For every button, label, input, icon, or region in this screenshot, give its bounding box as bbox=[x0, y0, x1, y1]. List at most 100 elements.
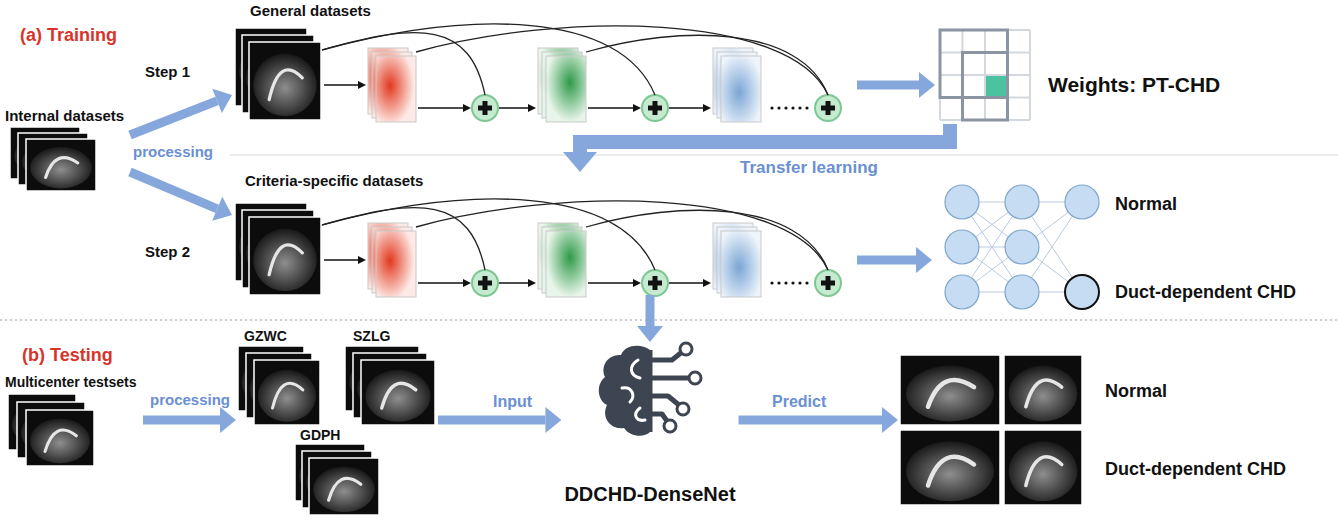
arrow-shaft bbox=[739, 416, 882, 425]
skip-connection bbox=[586, 35, 828, 95]
skip-connection bbox=[322, 199, 655, 270]
model-icon: DDCHD-DenseNet bbox=[561, 342, 738, 508]
step-label: Step 1 bbox=[145, 63, 190, 81]
arrow-label: Input bbox=[493, 392, 532, 411]
small-arrow-head bbox=[528, 279, 536, 287]
small-arrow-shaft bbox=[499, 282, 529, 284]
ultrasound-echo bbox=[253, 54, 316, 116]
arrow-shaft bbox=[857, 81, 919, 90]
image-stack bbox=[235, 203, 321, 295]
arrow-shaft bbox=[438, 416, 545, 425]
network-neuron bbox=[1005, 275, 1039, 309]
feature-map bbox=[546, 231, 586, 297]
arrow-shaft bbox=[580, 124, 950, 152]
feature-maps bbox=[713, 48, 761, 122]
plus-sign bbox=[821, 101, 835, 115]
arrow-label: Predict bbox=[772, 392, 826, 411]
arrow-head bbox=[545, 407, 561, 433]
add-circle bbox=[815, 95, 841, 121]
small-arrow-head bbox=[703, 104, 711, 112]
ellipsis-dot bbox=[791, 281, 794, 284]
small-arrow-shaft bbox=[588, 282, 634, 284]
small-arrow-head bbox=[633, 279, 641, 287]
vessel-arch bbox=[928, 380, 974, 407]
grid-outline bbox=[963, 53, 1008, 121]
feature-maps bbox=[538, 223, 586, 297]
flow-arrow bbox=[130, 89, 232, 135]
add-operation bbox=[815, 270, 841, 296]
brain-fold bbox=[622, 360, 645, 420]
small-arrow-shaft bbox=[418, 107, 464, 109]
brain-half bbox=[599, 346, 650, 436]
small-arrow bbox=[324, 256, 366, 264]
arrow-head bbox=[637, 326, 663, 342]
node-heading: Internal datasets bbox=[5, 107, 124, 125]
circuit-node bbox=[689, 372, 701, 384]
add-operation bbox=[472, 270, 498, 296]
ultrasound-echo bbox=[30, 147, 92, 189]
ultrasound-echo bbox=[30, 418, 90, 463]
ultrasound-frame bbox=[249, 42, 321, 120]
circuit-node bbox=[664, 420, 676, 432]
arrow-shaft bbox=[857, 256, 916, 265]
vessel-arch bbox=[329, 478, 361, 500]
small-arrow bbox=[418, 104, 471, 112]
circuit-trace bbox=[650, 350, 689, 432]
ultrasound-frame bbox=[361, 360, 435, 425]
class-label: Normal bbox=[1105, 381, 1167, 403]
ellipsis-dot bbox=[777, 281, 780, 284]
small-arrow bbox=[588, 104, 641, 112]
network-neuron bbox=[945, 185, 979, 219]
ultrasound-echo bbox=[253, 229, 316, 291]
classifier-network: NormalDuct-dependent CHD bbox=[932, 180, 1300, 315]
ultrasound-frame bbox=[1004, 355, 1082, 425]
add-operation bbox=[642, 95, 668, 121]
ellipsis-dot bbox=[791, 106, 794, 109]
class-label: Duct-dependent CHD bbox=[1105, 459, 1286, 481]
circuit-node bbox=[677, 403, 689, 415]
feature-maps bbox=[538, 48, 586, 122]
small-arrow bbox=[324, 81, 366, 89]
feature-map bbox=[376, 231, 416, 297]
arrow-head bbox=[882, 407, 898, 433]
arrow-shaft bbox=[130, 172, 217, 209]
image-stack bbox=[238, 346, 320, 425]
vessel-arch bbox=[45, 430, 76, 451]
ultrasound-frame bbox=[26, 410, 94, 466]
small-arrow-head bbox=[463, 279, 471, 287]
node-heading: Multicenter testsets bbox=[5, 374, 136, 391]
skip-connection bbox=[416, 26, 828, 95]
grid-line bbox=[1029, 30, 1031, 120]
flow-arrow bbox=[857, 247, 932, 273]
ellipsis-dot bbox=[777, 106, 780, 109]
small-arrow-head bbox=[358, 81, 366, 89]
plus-sign bbox=[478, 101, 492, 115]
arrow-head bbox=[563, 152, 597, 172]
small-arrow-shaft bbox=[418, 282, 464, 284]
node-heading: Criteria-specific datasets bbox=[245, 172, 423, 190]
ellipsis-dot bbox=[798, 106, 801, 109]
image-stack bbox=[8, 394, 94, 466]
small-arrow bbox=[499, 279, 536, 287]
add-circle bbox=[815, 270, 841, 296]
network-neuron bbox=[1065, 275, 1099, 309]
grid-outline bbox=[940, 30, 1008, 98]
small-arrow bbox=[669, 104, 711, 112]
vessel-arch bbox=[1026, 380, 1062, 407]
arrow-head bbox=[212, 89, 232, 113]
network-neuron bbox=[1005, 185, 1039, 219]
node-heading: General datasets bbox=[250, 2, 371, 20]
small-arrow-shaft bbox=[669, 107, 704, 109]
small-arrow bbox=[418, 279, 471, 287]
small-arrow bbox=[499, 104, 536, 112]
flow-arrow bbox=[739, 407, 898, 433]
node-heading: GZWC bbox=[244, 328, 287, 345]
flow-arrow bbox=[143, 407, 236, 433]
brain-icon bbox=[599, 343, 701, 436]
ellipsis-dot bbox=[805, 281, 808, 284]
testset-stack: GZWC bbox=[236, 328, 324, 426]
ultrasound-frame bbox=[309, 458, 379, 515]
ultrasound-frame bbox=[249, 217, 321, 295]
training-stage-row: Criteria-specific datasets bbox=[232, 172, 857, 295]
ultrasound-frame bbox=[26, 139, 96, 191]
